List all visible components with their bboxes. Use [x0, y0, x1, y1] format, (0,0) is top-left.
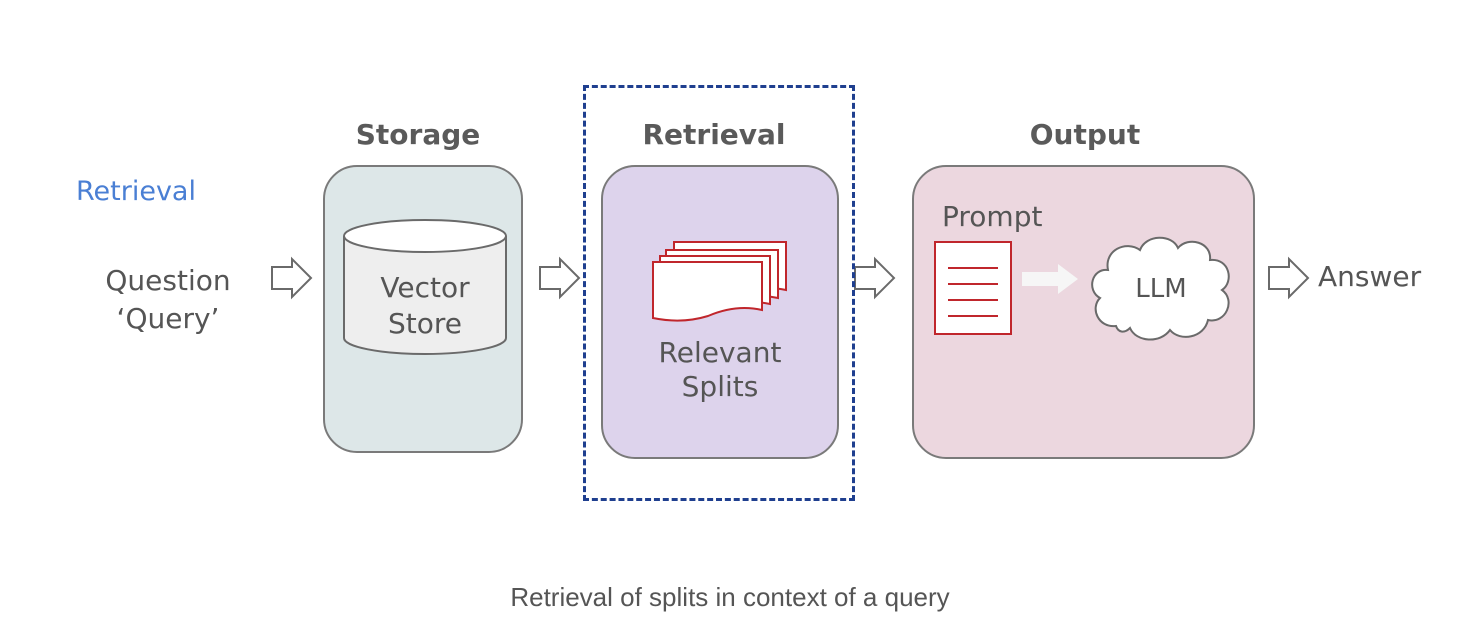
arrow-right-icon: [854, 256, 896, 300]
question-label: Question ‘Query’: [100, 262, 236, 338]
llm-cloud-icon: [1091, 236, 1230, 341]
relevant-splits-label: Relevant Splits: [601, 336, 839, 404]
retrieval-label: Retrieval: [76, 176, 196, 207]
arrow-right-icon: [1268, 256, 1310, 300]
llm-label: LLM: [1135, 274, 1187, 304]
arrow-right-icon: [539, 256, 581, 300]
database-icon: [343, 219, 507, 355]
answer-label: Answer: [1318, 260, 1422, 293]
document-splits-icon: [652, 241, 787, 322]
output-title: Output: [1029, 118, 1141, 151]
retrieval-highlight-frame: [583, 85, 855, 501]
splits-line: Splits: [681, 370, 759, 403]
prompt-to-llm-arrow-icon: [1022, 264, 1078, 294]
figure-caption: Retrieval of splits in context of a quer…: [510, 582, 950, 612]
vector-store-label: Vector Store: [340, 270, 510, 342]
storage-title: Storage: [355, 118, 481, 151]
question-line: Question: [105, 264, 231, 297]
vector-line: Vector: [380, 271, 470, 304]
store-line: Store: [387, 307, 462, 340]
prompt-label: Prompt: [942, 200, 1043, 233]
relevant-line: Relevant: [658, 336, 782, 369]
retrieval-title: Retrieval: [642, 118, 786, 151]
query-line: ‘Query’: [116, 302, 220, 335]
prompt-document-icon: [934, 241, 1012, 335]
arrow-right-icon: [271, 256, 313, 300]
